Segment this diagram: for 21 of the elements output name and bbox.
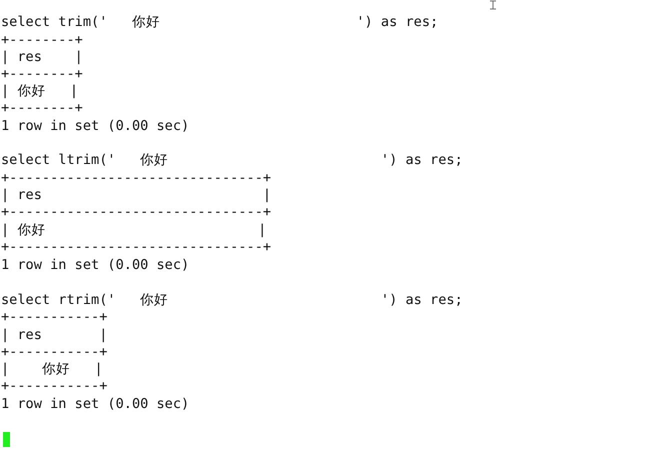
status-line: 1 row in set (0.00 sec) — [1, 396, 190, 412]
table-border: +--------+ — [1, 32, 83, 48]
sql-command: select ltrim(' 你好 ') as res; — [1, 152, 463, 168]
status-line: 1 row in set (0.00 sec) — [1, 257, 190, 273]
table-border: +-------------------------------+ — [1, 239, 272, 255]
table-border: +-----------+ — [1, 309, 108, 325]
table-row: | res | — [1, 327, 108, 343]
table-row: | 你好 | — [1, 361, 103, 377]
status-line: 1 row in set (0.00 sec) — [1, 118, 190, 134]
table-border: +-------------------------------+ — [1, 170, 272, 186]
table-border: +-----------+ — [1, 344, 108, 360]
table-border: +-----------+ — [1, 378, 108, 394]
table-border: +-------------------------------+ — [1, 204, 272, 220]
table-border: +--------+ — [1, 100, 83, 116]
table-row: | res | — [1, 49, 83, 65]
sql-command: select trim(' 你好 ') as res; — [1, 14, 438, 30]
table-row: | 你好 | — [1, 222, 266, 238]
table-row: | 你好 | — [1, 83, 78, 99]
table-row: | res | — [1, 187, 272, 203]
table-border: +--------+ — [1, 66, 83, 82]
sql-command: select rtrim(' 你好 ') as res; — [1, 292, 463, 308]
